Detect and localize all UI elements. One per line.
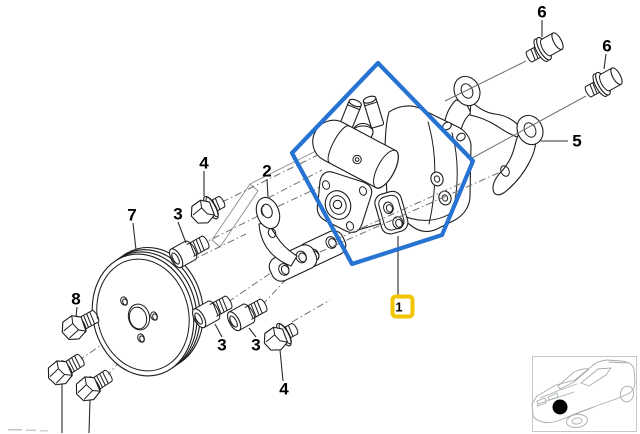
callout-4-bottom[interactable]: 4 [279,380,289,399]
callout-labels: 2 3 3 3 4 4 5 6 6 7 8 [71,3,611,399]
pulley-center-hole [127,303,151,331]
pump-mount-ear [374,190,409,235]
bracket-5[interactable] [443,72,548,196]
callout-3-bottom-left[interactable]: 3 [217,336,226,355]
callout-leader-lines [75,20,607,382]
callout-1-highlight[interactable]: 1 [390,294,415,319]
callout-5[interactable]: 5 [572,132,581,151]
bolt-6-left[interactable] [521,27,568,70]
pulley[interactable] [80,237,216,387]
car-location-thumbnail[interactable] [531,356,637,432]
engine-bay-dot [552,399,568,415]
pulley-bolt-holes [120,296,158,343]
callout-8[interactable]: 8 [71,290,80,309]
callout-4-top[interactable]: 4 [199,154,209,173]
callout-6-left[interactable]: 6 [537,3,546,22]
callout-7[interactable]: 7 [127,206,136,225]
bolt-6-right[interactable] [580,62,627,105]
pump-front-plate [316,171,373,234]
callout-3-bottom-right[interactable]: 3 [251,336,260,355]
selection-outline [289,60,476,267]
bracket-2[interactable] [252,194,298,267]
bolt-lower-left-b[interactable] [70,364,118,407]
car-location-icon [531,359,636,429]
callout-1-label[interactable]: 1 [395,300,402,315]
bolt-4-bottom[interactable] [258,316,303,357]
bolt-3-top[interactable] [166,231,213,271]
assembly-axis-lines-right [319,169,506,253]
power-steering-pump[interactable] [305,95,472,236]
callout-3-top[interactable]: 3 [173,205,182,224]
bolt-3-bottom-right[interactable] [224,294,271,334]
offscreen-leader-lines [8,384,91,434]
callout-6-right[interactable]: 6 [602,37,611,56]
bolt-4-top[interactable] [185,189,230,230]
callout-2[interactable]: 2 [262,162,271,181]
